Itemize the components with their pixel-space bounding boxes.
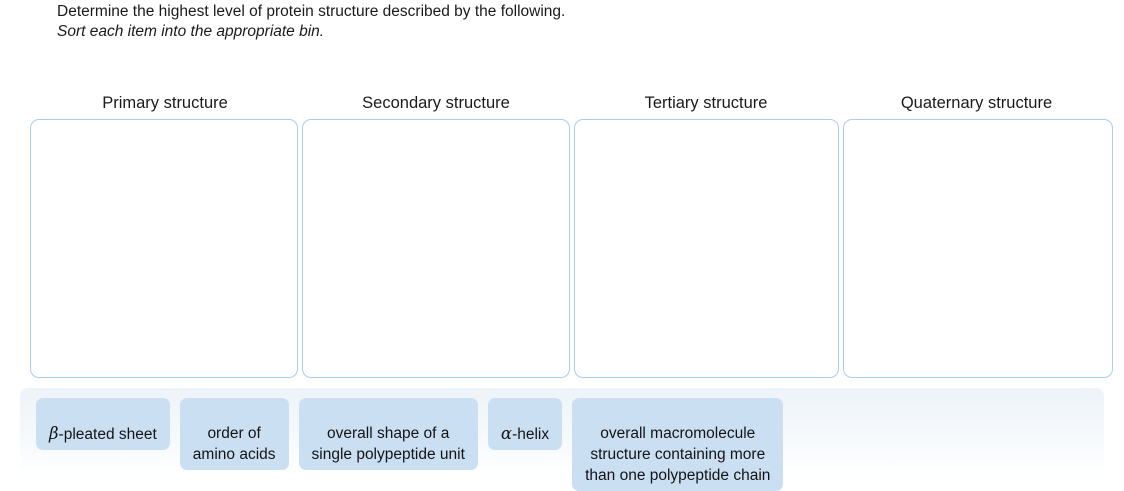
bin-label-tertiary: Tertiary structure — [644, 94, 768, 112]
draggable-item-order-of-amino-acids[interactable]: order of amino acids — [179, 398, 289, 470]
bin-quaternary-structure[interactable] — [843, 119, 1113, 378]
draggable-item-alpha-helix[interactable]: α-helix — [487, 398, 563, 450]
bin-tertiary-structure[interactable] — [574, 119, 839, 378]
bin-primary-structure[interactable] — [30, 119, 298, 378]
beta-symbol: β — [49, 424, 59, 443]
item-source-tray[interactable]: β-pleated sheet order of amino acids ove… — [20, 388, 1104, 491]
draggable-item-overall-macromolecule-structure[interactable]: overall macromolecule structure containi… — [572, 398, 784, 491]
bin-label-secondary: Secondary structure — [362, 94, 510, 112]
draggable-item-label: overall shape of a single polypeptide un… — [311, 425, 465, 463]
bin-secondary-structure[interactable] — [302, 119, 570, 378]
prompt-instruction-line: Sort each item into the appropriate bin. — [57, 23, 325, 40]
prompt-question-line: Determine the highest level of protein s… — [57, 3, 566, 20]
draggable-item-label: -helix — [512, 426, 550, 443]
draggable-item-label: order of amino acids — [192, 425, 276, 463]
bin-header-row: Primary structure Secondary structure Te… — [30, 92, 1113, 114]
draggable-item-beta-pleated-sheet[interactable]: β-pleated sheet — [36, 398, 170, 450]
drop-bins-row — [30, 119, 1113, 378]
draggable-item-list: β-pleated sheet order of amino acids ove… — [36, 398, 793, 491]
alpha-symbol: α — [500, 424, 513, 443]
draggable-item-overall-shape-single-polypeptide[interactable]: overall shape of a single polypeptide un… — [298, 398, 478, 470]
bin-label-quaternary: Quaternary structure — [900, 94, 1053, 112]
bin-label-primary: Primary structure — [102, 94, 228, 112]
draggable-item-label: -pleated sheet — [58, 426, 157, 443]
draggable-item-label: overall macromolecule structure containi… — [585, 425, 771, 484]
question-prompt: Determine the highest level of protein s… — [57, 2, 1057, 42]
